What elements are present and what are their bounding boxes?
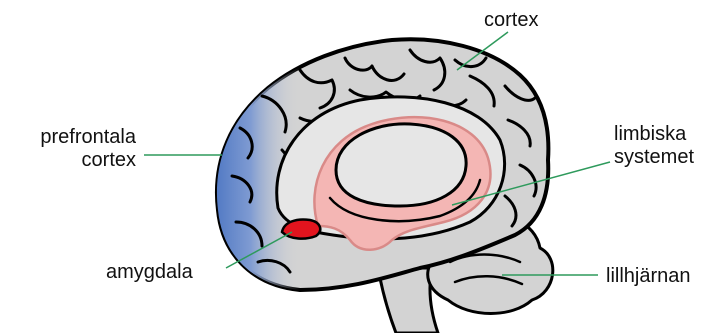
label-amygdala: amygdala	[106, 261, 193, 284]
label-cerebellum: lillhjärnan	[606, 265, 691, 288]
amygdala	[282, 220, 320, 239]
label-cortex: cortex	[484, 9, 538, 32]
label-prefrontal-cortex: prefrontala cortex	[6, 126, 136, 172]
label-cortex-text: cortex	[484, 9, 538, 32]
label-limbic-line1: limbiska	[614, 123, 694, 146]
label-limbic-system: limbiska systemet	[614, 123, 694, 169]
label-amygdala-text: amygdala	[106, 261, 193, 284]
label-prefrontal-line1: prefrontala	[6, 126, 136, 149]
label-prefrontal-line2: cortex	[6, 149, 136, 172]
inner-core	[336, 124, 466, 206]
label-cerebellum-text: lillhjärnan	[606, 265, 691, 288]
label-limbic-line2: systemet	[614, 146, 694, 169]
